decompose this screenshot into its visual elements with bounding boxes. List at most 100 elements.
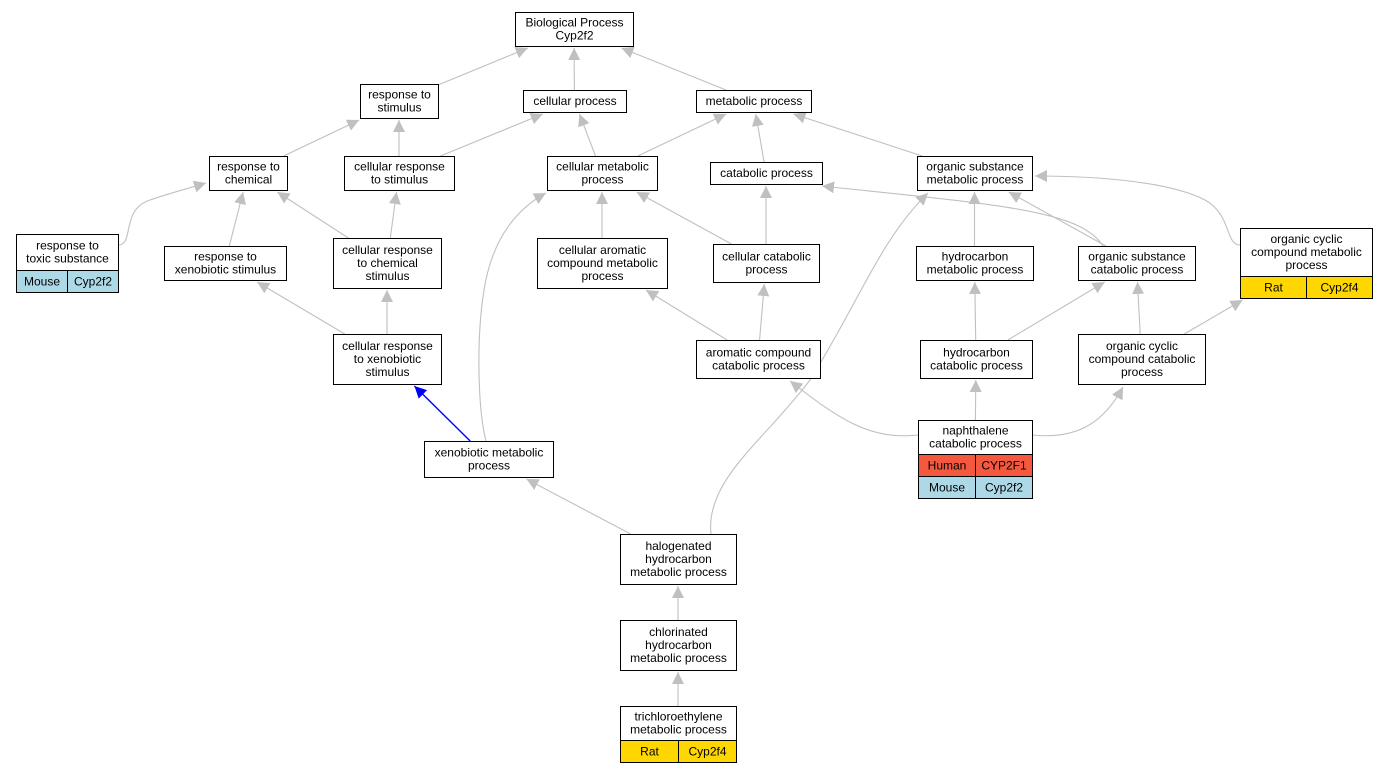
edge-org_sub_metab-to-metab_proc (793, 112, 923, 157)
edge-hydro_catab-to-hydro_metab (968, 281, 981, 341)
node-label-line: catabolic process (930, 359, 1023, 373)
node-label-line: hydrocarbon (943, 346, 1010, 360)
node-box (1078, 246, 1196, 281)
node-label-line: cellular catabolic (722, 250, 811, 264)
edge-cell_metab-to-cell_proc (578, 113, 597, 157)
node-box (1078, 334, 1206, 385)
node-label-line: cellular metabolic (556, 160, 649, 174)
node-box (344, 156, 455, 191)
node-label-line: xenobiotic stimulus (175, 263, 276, 277)
edge-arom_catab-to-cell_catab (757, 283, 770, 341)
gene-cell (67, 270, 119, 293)
node-label-line: hydrocarbon (942, 250, 1009, 264)
node-label-line: catabolic process (712, 359, 805, 373)
node-box (424, 441, 554, 478)
gene-label: CYP2F1 (981, 459, 1027, 473)
node-label-line: catabolic process (929, 437, 1022, 451)
node-label-line: process (581, 269, 623, 283)
edge-cell_resp_xeno-to-resp_xeno (256, 281, 346, 335)
species-label: Human (928, 459, 967, 473)
edge-catab_proc-to-metab_proc (751, 113, 765, 163)
node-label-line: organic substance (926, 160, 1024, 174)
node-label-line: organic substance (1088, 250, 1186, 264)
gene-label: Cyp2f4 (1320, 281, 1358, 295)
edge-org_cyc_metab-to-org_sub_metab (1034, 170, 1241, 246)
edge-resp_xeno-to-resp_chem (228, 191, 246, 247)
node-label-line: metabolic process (927, 263, 1024, 277)
node-label-line: cellular process (533, 94, 616, 108)
node-label-line: cellular aromatic (559, 243, 646, 257)
node-label-line: trichloroethylene (634, 710, 722, 724)
edge-resp_stim-to-bp (437, 47, 529, 86)
node-metab_proc[interactable]: metabolic process (696, 90, 812, 113)
edge-cell_resp_stim-to-cell_proc (440, 113, 544, 157)
node-label-line: chemical (225, 173, 272, 187)
node-label-line: aromatic compound (706, 346, 811, 360)
node-label-line: compound catabolic (1089, 352, 1196, 366)
node-box (360, 84, 439, 119)
node-label-line: stimulus (365, 365, 409, 379)
gene-label: Cyp2f4 (688, 745, 726, 759)
node-label-line: halogenated (645, 539, 711, 553)
node-box (515, 12, 634, 47)
node-label-line: chlorinated (649, 625, 708, 639)
node-cell_proc[interactable]: cellular process (523, 90, 627, 113)
node-box (547, 156, 658, 191)
edge-halo_hydro-to-org_sub_metab (710, 192, 929, 535)
node-label-line: hydrocarbon (645, 552, 712, 566)
edge-org_cyc_catab-to-org_cyc_metab (1184, 299, 1243, 335)
node-catab_proc[interactable]: catabolic process (710, 162, 823, 185)
node-box (523, 90, 627, 113)
node-label-line: toxic substance (26, 252, 109, 266)
node-box (333, 238, 442, 289)
node-box (696, 340, 821, 379)
edge-naph_catab-to-arom_catab (789, 380, 919, 437)
node-box (696, 90, 812, 113)
node-label-line: process (581, 173, 623, 187)
node-label-line: process (1121, 365, 1163, 379)
node-label-line: Cyp2f2 (555, 29, 593, 43)
node-box (209, 156, 288, 191)
edge-cell_metab-to-metab_proc (637, 113, 727, 157)
node-label-line: metabolic process (706, 94, 803, 108)
edge-hydro_catab-to-org_sub_catab (1007, 281, 1105, 341)
node-label-line: process (745, 263, 787, 277)
edge-cell_resp_chem-to-cell_resp_stim (388, 191, 401, 239)
node-label-line: metabolic process (630, 651, 727, 665)
edge-resp_toxic-to-resp_chem (117, 180, 207, 246)
node-label-line: cellular response (342, 243, 433, 257)
edge-xeno_metab-to-cell_metab (478, 192, 547, 442)
node-label-line: response to (368, 88, 431, 102)
edges-layer (117, 46, 1243, 706)
species-label: Mouse (929, 481, 965, 495)
node-label-line: metabolic process (630, 723, 727, 737)
node-label-line: process (1285, 258, 1327, 272)
edge-resp_chem-to-resp_stim (283, 119, 360, 157)
node-label-line: cellular response (354, 160, 445, 174)
node-label-line: compound metabolic (1251, 245, 1362, 259)
species-label: Mouse (24, 275, 60, 289)
